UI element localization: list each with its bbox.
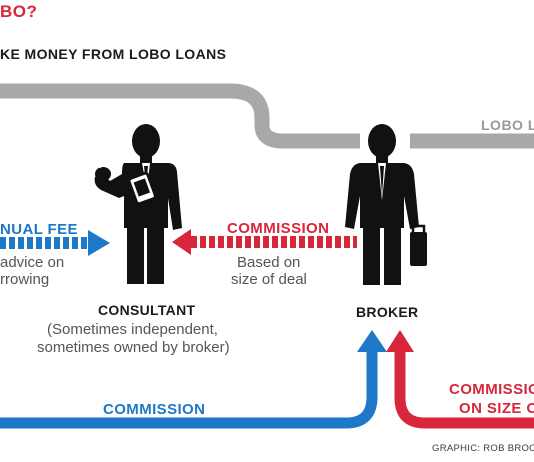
commission-right-line1: COMMISSION	[449, 381, 534, 398]
header-subtitle: KE MONEY FROM LOBO LOANS	[0, 46, 227, 62]
graphic-credit: GRAPHIC: ROB BROOC	[432, 443, 534, 454]
broker-figure-icon	[345, 124, 427, 285]
commission-arrow-to-consultant	[172, 229, 357, 255]
lobo-loan-flow-line	[0, 83, 360, 149]
commission-label-bottom: COMMISSION	[103, 401, 206, 418]
commission-flow-blue	[0, 330, 387, 429]
annual-fee-label: NUAL FEE	[0, 221, 78, 238]
consultant-note-line1: (Sometimes independent,	[47, 321, 218, 338]
advice-text-line1: advice on	[0, 254, 65, 271]
broker-label: BROKER	[356, 304, 419, 320]
consultant-figure-icon	[94, 124, 182, 284]
commission-flow-red	[386, 330, 534, 429]
size-of-deal-text: size of deal	[231, 271, 307, 288]
advice-text-line2: rrowing	[0, 271, 50, 288]
annual-fee-arrow	[0, 230, 110, 256]
commission-right-line2: ON SIZE OF	[459, 400, 534, 417]
lobo-loans-label: LOBO LO	[481, 117, 534, 133]
consultant-label: CONSULTANT	[98, 302, 196, 318]
commission-label-top: COMMISSION	[227, 220, 330, 237]
header-title-fragment: BO?	[0, 2, 38, 21]
consultant-note-line2: sometimes owned by broker)	[37, 339, 230, 356]
based-on-text: Based on	[237, 254, 301, 271]
